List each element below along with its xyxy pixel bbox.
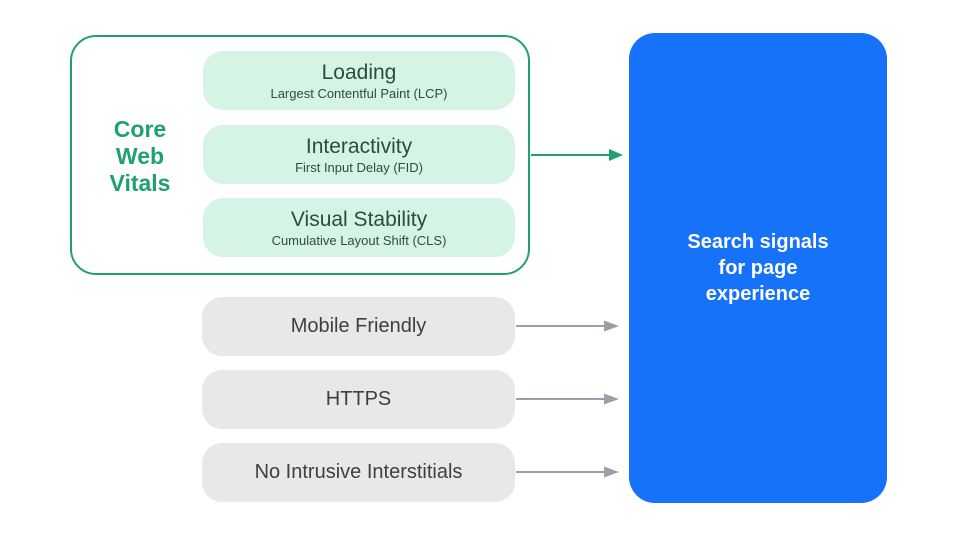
core-web-vitals-group: Core Web Vitals Loading Largest Contentf… xyxy=(70,35,530,275)
search-signals-box: Search signals for page experience xyxy=(629,33,887,503)
pill-mobile-friendly-label: Mobile Friendly xyxy=(290,315,427,337)
pill-mobile-friendly: Mobile Friendly xyxy=(202,297,515,356)
pill-visual-stability-title: Visual Stability xyxy=(290,207,428,231)
pill-visual-stability-subtitle: Cumulative Layout Shift (CLS) xyxy=(271,232,447,248)
search-signals-label-line: for page xyxy=(718,257,798,279)
search-signals-label: Search signals for page experience xyxy=(687,229,828,307)
pill-loading-title: Loading xyxy=(321,60,397,84)
pill-https: HTTPS xyxy=(202,370,515,429)
pill-no-intrusive-interstitials-label: No Intrusive Interstitials xyxy=(254,461,463,483)
arrowhead-icon xyxy=(604,466,619,478)
pill-https-label: HTTPS xyxy=(325,388,392,410)
arrowhead-icon xyxy=(604,320,619,332)
arrowhead-icon xyxy=(609,149,623,161)
arrow-https-to-search-signals xyxy=(516,393,619,405)
search-signals-label-line: Search signals xyxy=(687,231,829,253)
pill-loading: Loading Largest Contentful Paint (LCP) xyxy=(203,51,515,110)
pill-visual-stability: Visual Stability Cumulative Layout Shift… xyxy=(203,198,515,257)
arrow-no-intrusive-interstitials-to-search-signals xyxy=(516,466,619,478)
pill-no-intrusive-interstitials: No Intrusive Interstitials xyxy=(202,443,515,502)
core-web-vitals-label-line: Web xyxy=(115,143,165,169)
pill-loading-subtitle: Largest Contentful Paint (LCP) xyxy=(270,85,448,101)
arrow-mobile-friendly-to-search-signals xyxy=(516,320,619,332)
arrowhead-icon xyxy=(604,393,619,405)
search-signals-label-line: experience xyxy=(705,283,811,305)
pill-interactivity: Interactivity First Input Delay (FID) xyxy=(203,125,515,184)
arrow-core-web-vitals-to-search-signals xyxy=(531,149,623,161)
pill-interactivity-title: Interactivity xyxy=(305,134,413,158)
core-web-vitals-label-line: Vitals xyxy=(109,170,171,196)
core-web-vitals-label-line: Core xyxy=(113,116,167,142)
pill-interactivity-subtitle: First Input Delay (FID) xyxy=(295,159,423,175)
core-web-vitals-label: Core Web Vitals xyxy=(78,116,202,197)
